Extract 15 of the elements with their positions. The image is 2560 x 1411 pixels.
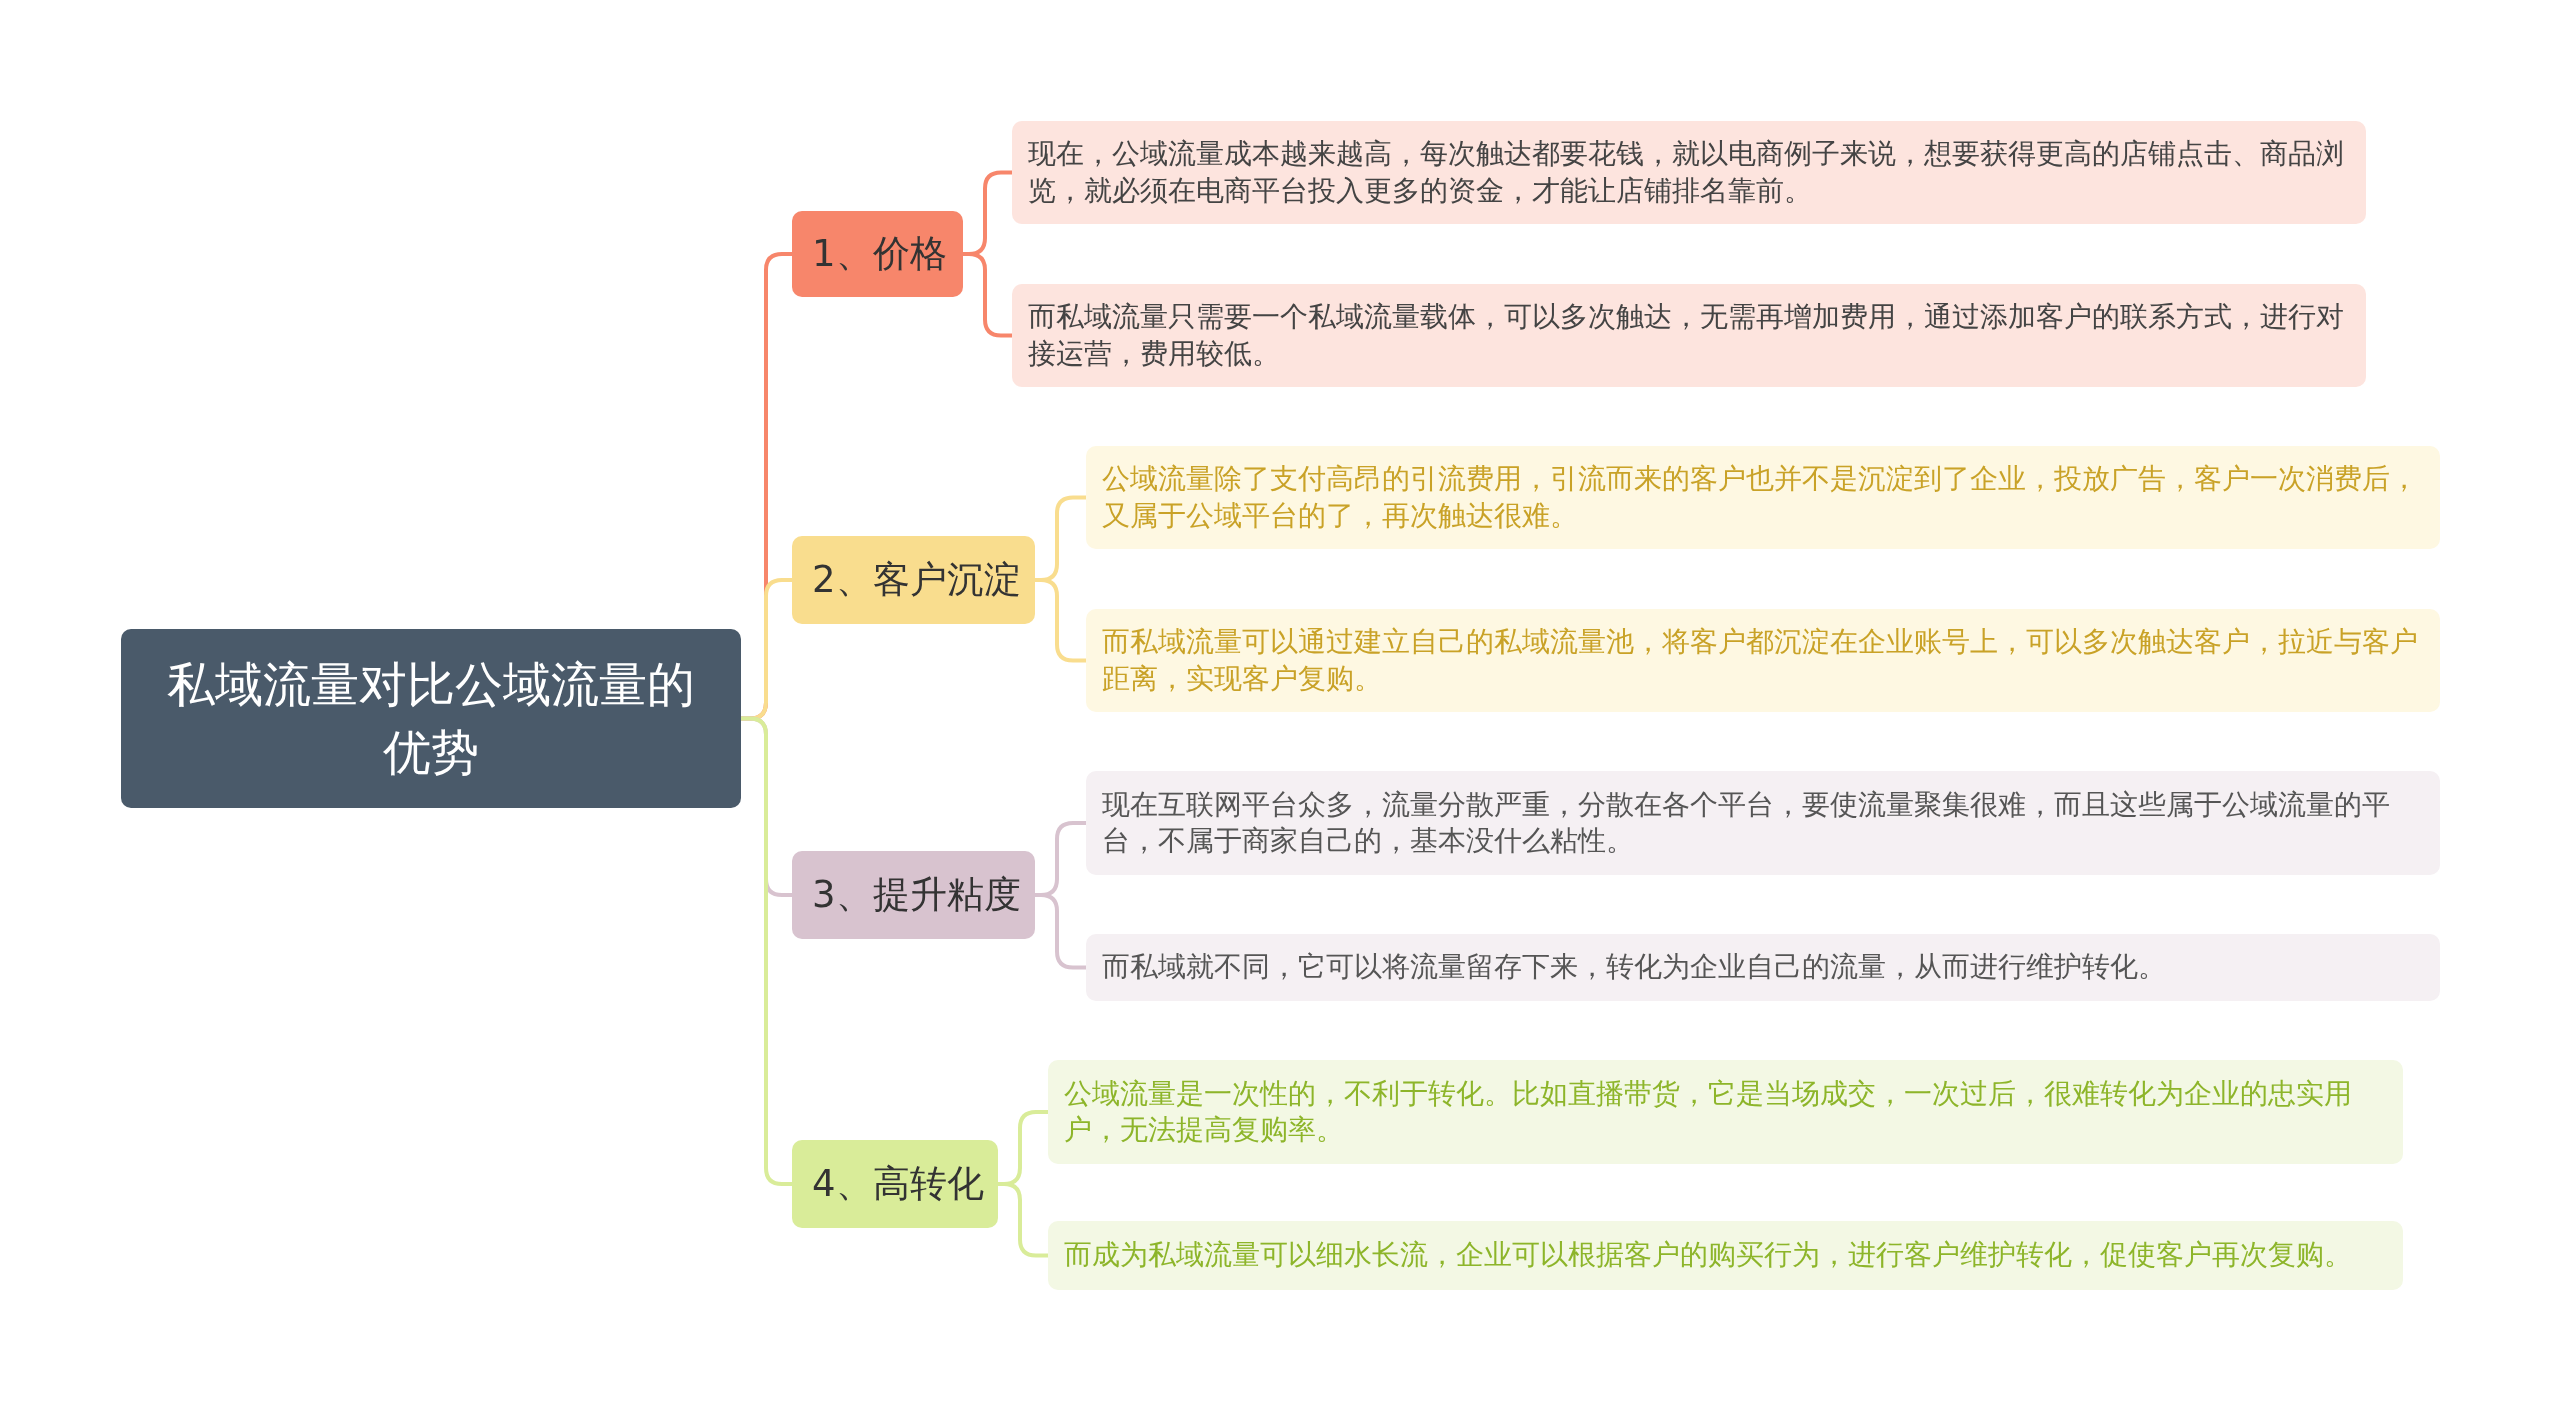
connector	[963, 252, 1012, 338]
root-topic-box: 私域流量对比公域流量的优势	[121, 629, 741, 808]
topic-box: 1、价格	[792, 211, 963, 297]
note-box: 而私域流量只需要一个私域流量载体，可以多次触达，无需再增加费用，通过添加客户的联系方式，进行对接运营，费用较低。	[1012, 284, 2366, 387]
note-box: 公域流量是一次性的，不利于转化。比如直播带货，它是当场成交，一次过后，很难转化为企业的忠实用户，无法提高复购率。	[1048, 1060, 2403, 1164]
note-box: 现在互联网平台众多，流量分散严重，分散在各个平台，要使流量聚集很难，而且这些属于公域流量的平台，不属于商家自己的，基本没什么粘性。	[1086, 771, 2440, 875]
topic-box: 3、提升粘度	[792, 851, 1035, 939]
note-box: 而私域流量可以通过建立自己的私域流量池，将客户都沉淀在企业账号上，可以多次触达客户，拉近与客户距离，实现客户复购。	[1086, 609, 2440, 712]
topic-box: 2、客户沉淀	[792, 536, 1035, 624]
note-box: 而成为私域流量可以细水长流，企业可以根据客户的购买行为，进行客户维护转化，促使客户再次复购。	[1048, 1221, 2403, 1290]
connector	[741, 716, 792, 1186]
note-box: 而私域就不同，它可以将流量留存下来，转化为企业自己的流量，从而进行维护转化。	[1086, 934, 2440, 1001]
note-box: 现在，公域流量成本越来越高，每次触达都要花钱，就以电商例子来说，想要获得更高的店铺点击、商品浏览，就必须在电商平台投入更多的资金，才能让店铺排名靠前。	[1012, 121, 2366, 224]
topic-box: 4、高转化	[792, 1140, 998, 1228]
note-box: 公域流量除了支付高昂的引流费用，引流而来的客户也并不是沉淀到了企业，投放广告，客户一次消费后，又属于公域平台的了，再次触达很难。	[1086, 446, 2440, 549]
